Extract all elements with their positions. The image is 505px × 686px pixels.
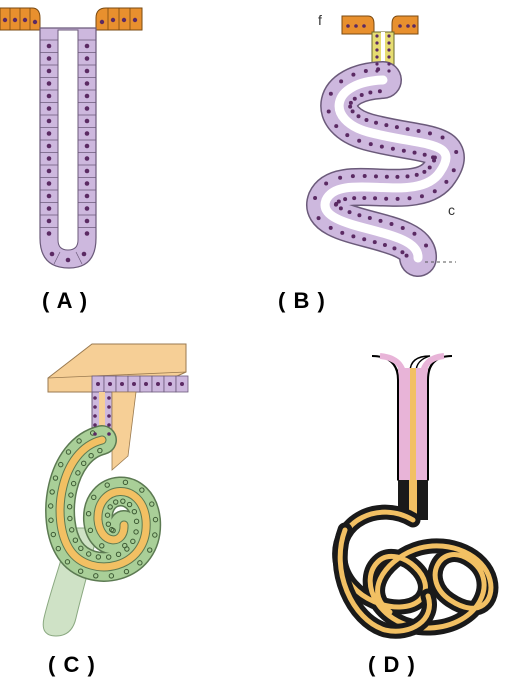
panel-b-diagram [313,16,458,262]
panel-a-label: ( A ) [42,288,88,314]
panel-c-cell-row [92,376,188,392]
panel-a-surface-epithelium [0,8,142,30]
panel-b-surface-epithelium [342,16,418,34]
panel-c-diagram [43,344,188,636]
panel-a-diagram [0,8,142,268]
panel-d-tangle [340,512,491,631]
panel-d-label: ( D ) [368,652,416,678]
panel-b-letter-c: c [448,202,455,218]
panel-a-gland-tube [40,28,96,268]
panel-d-diagram [340,356,491,631]
panel-b-label: ( B ) [278,288,326,314]
panel-b-letter-f: f [318,12,322,28]
panel-c-label: ( C ) [48,652,96,678]
